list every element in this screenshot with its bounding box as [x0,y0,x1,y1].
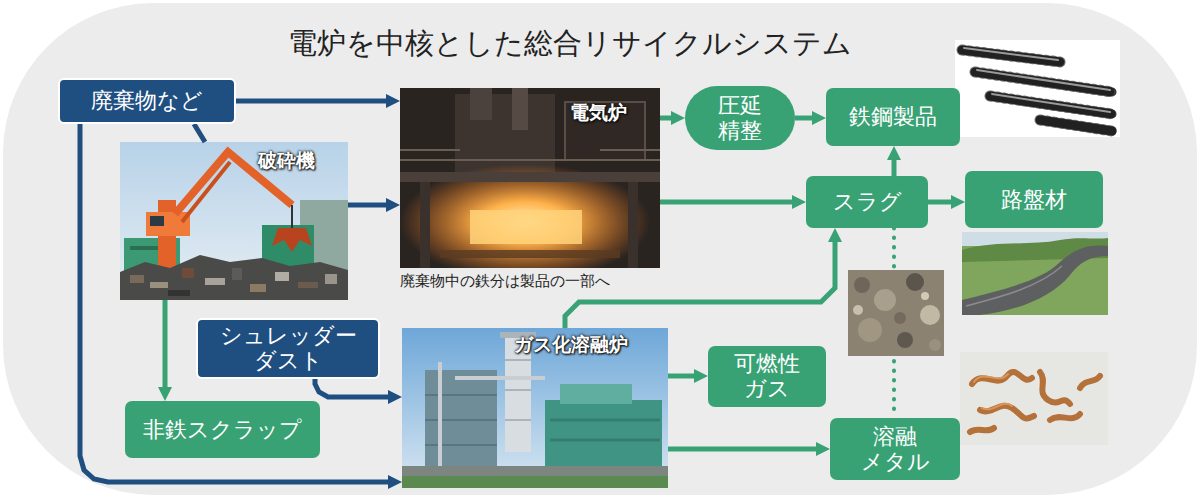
flow-arrow [668,374,698,379]
box-label: 溶融 メタル [861,424,930,475]
box-label: 廃棄物など [91,88,203,113]
product-box: 溶融 メタル [830,418,960,480]
flow-arrow [348,203,390,208]
process-pill: 圧延 精整 [685,86,795,150]
flow-arrow [236,99,390,104]
flow-arrow [194,124,205,142]
flow-arrow [928,200,955,205]
flow-arrow [795,116,816,121]
source-box: 廃棄物など [58,78,236,124]
flow-arrow [163,300,168,391]
source-box: シュレッダー ダスト [196,318,380,379]
product-box: 鉄鋼製品 [826,88,960,146]
slag-image [848,270,944,356]
gasifier-image [402,328,668,488]
rebar-image [955,40,1120,137]
flow-arrow [315,379,392,398]
photo-caption: 電気炉 [570,102,627,124]
flow-arrow [668,447,820,452]
product-box: 路盤材 [965,171,1103,228]
product-box: 可燃性 ガス [708,346,826,407]
molten-metal-image [960,352,1108,445]
box-label: スラグ [833,189,902,214]
road-image [962,232,1108,315]
box-label: 圧延 精整 [718,93,762,144]
shredder-photo: 破砕機 [120,142,348,300]
photo-caption: 破砕機 [258,150,315,172]
product-box: 非鉄スクラップ [125,401,320,458]
flow-arrow [80,124,392,482]
box-label: 路盤材 [1001,187,1067,212]
gasifier-photo: ガス化溶融炉 [402,328,668,488]
caption-note: 廃棄物中の鉄分は製品の一部へ [400,272,610,291]
box-label: 可燃性 ガス [734,351,800,402]
furnace-photo: 電気炉 [400,88,660,268]
flow-arrow [660,200,796,205]
photo-caption: ガス化溶融炉 [514,334,628,356]
product-box: スラグ [806,176,928,228]
box-label: 非鉄スクラップ [143,417,302,442]
flow-arrow [660,116,675,121]
background-panel [3,3,1197,495]
shredder-image [120,142,348,300]
diagram-title: 電炉を中核とした総合リサイクルシステム [0,24,1140,64]
flow-arrow [892,156,897,176]
box-label: シュレッダー ダスト [220,323,357,374]
furnace-image [400,88,660,268]
box-label: 鉄鋼製品 [849,104,937,129]
